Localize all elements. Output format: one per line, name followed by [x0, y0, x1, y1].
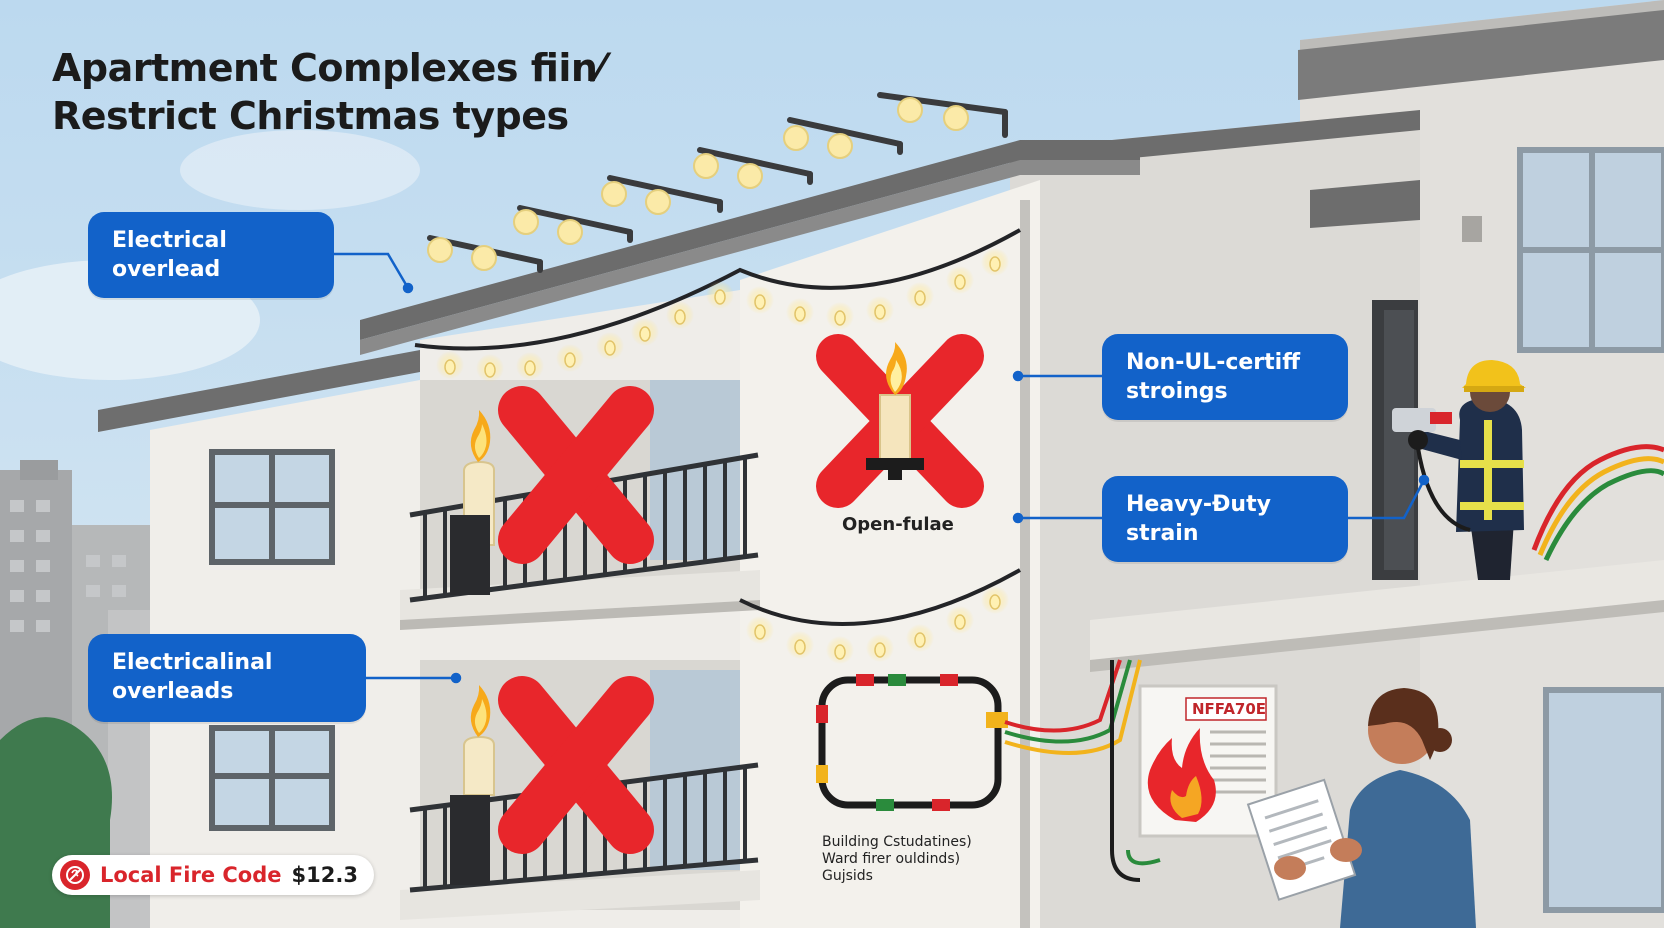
callout-line-2: strain	[1126, 521, 1199, 546]
firefighter	[1392, 360, 1526, 580]
callout-connectors	[334, 252, 1430, 684]
fire-code-icon	[60, 860, 90, 890]
fire-code-label: Local Fire Code	[100, 863, 282, 887]
local-fire-code-badge: Local Fire Code $12.3	[52, 855, 374, 895]
nfpa-sign-label: NFFA70E	[1192, 700, 1267, 718]
title-line-2: Restrict Christmas types	[52, 94, 569, 138]
caption-line-3: Gujsids	[822, 868, 873, 884]
right-balcony-ledge	[1090, 560, 1664, 660]
callout-electrical-overloads: Electricalinal overleads	[88, 634, 366, 722]
open-flame-caption: Open-fulae	[842, 514, 954, 535]
candle-icon	[450, 685, 495, 885]
prohibited-x-icon	[498, 676, 654, 854]
building-regulations-caption: Building Cstudatines) Ward firer ouldind…	[822, 834, 972, 885]
candle-icon	[450, 410, 495, 595]
callout-line-2: overlead	[112, 257, 221, 282]
tree-left	[0, 717, 112, 928]
fire-code-amount: $12.3	[291, 863, 358, 887]
callout-line-1: Non-UL-certiff	[1126, 350, 1301, 375]
panel-cables	[1110, 660, 1161, 882]
upper-roof	[1298, 10, 1664, 100]
page-title: Apartment Complexes ﬁin⁄ Restrict Christ…	[52, 44, 604, 140]
callout-line-1: Heavy-Đuty	[1126, 492, 1271, 517]
eave-string-lights	[414, 228, 1021, 382]
callout-line-2: overleads	[112, 679, 234, 704]
hoses	[1416, 444, 1664, 562]
callout-non-ul-certified: Non-UL-certiff stroings	[1102, 334, 1348, 420]
title-line-1: Apartment Complexes ﬁin⁄	[52, 46, 604, 90]
wall-string-lights	[739, 568, 1021, 664]
callout-heavy-duty-strain: Heavy-Đuty strain	[1102, 476, 1348, 562]
prohibited-x-icon	[498, 386, 654, 564]
caption-line-1: Building Cstudatines)	[822, 834, 972, 850]
callout-line-1: Electrical	[112, 228, 227, 253]
callout-line-2: stroings	[1126, 379, 1228, 404]
roofline-lights	[427, 92, 1008, 273]
inspector	[1246, 688, 1476, 928]
caption-line-2: Ward firer ouldinds)	[822, 851, 961, 867]
overloaded-circuit-icon	[816, 659, 1142, 811]
candle-icon	[866, 342, 924, 480]
fire-icon	[1147, 728, 1216, 822]
callout-line-1: Electricalinal	[112, 650, 273, 675]
callout-electrical-overload: Electrical overlead	[88, 212, 334, 298]
main-building	[98, 140, 1140, 928]
